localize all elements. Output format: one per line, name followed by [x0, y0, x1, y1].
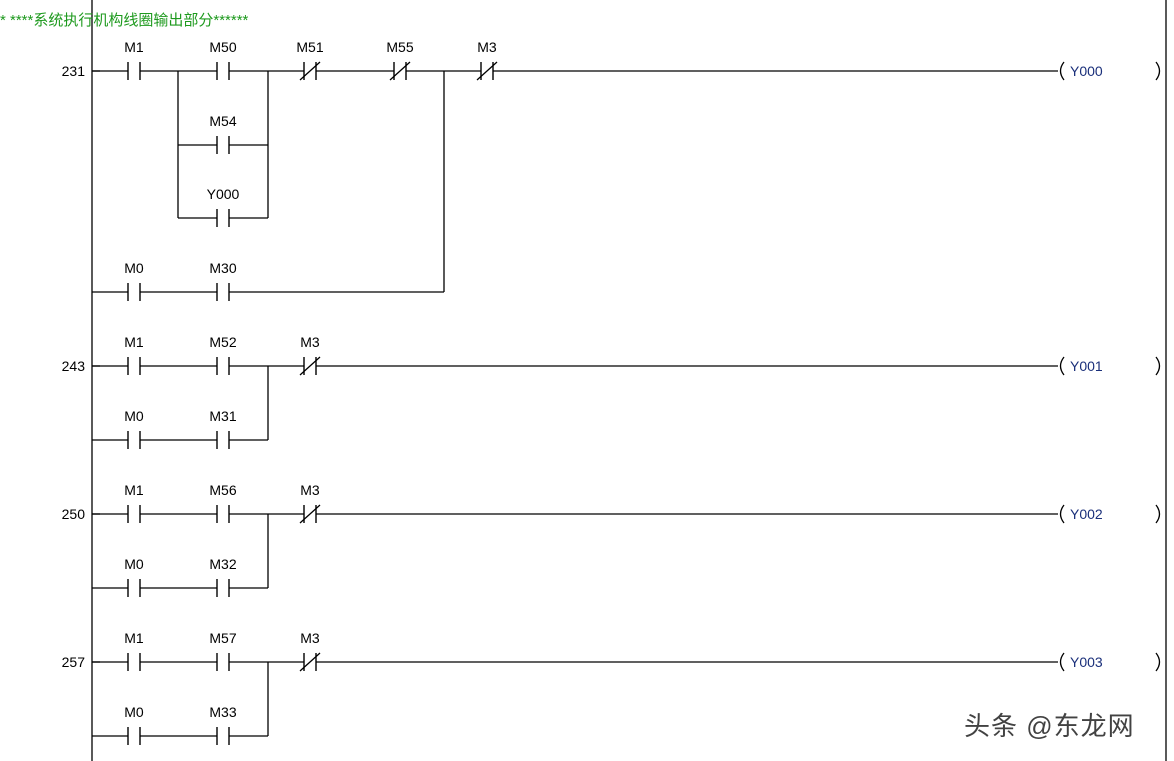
contact-label: M1	[124, 39, 144, 55]
nc-slash	[299, 61, 321, 81]
no-contact[interactable]: M56	[209, 482, 237, 523]
coil-label: Y000	[1070, 63, 1103, 79]
no-contact[interactable]: M32	[209, 556, 237, 597]
step-number: 243	[62, 358, 86, 374]
coil-left-paren	[1059, 356, 1065, 376]
contact-label: M3	[300, 630, 320, 646]
contact-label: M51	[296, 39, 323, 55]
contact-label: M0	[124, 556, 144, 572]
no-contact[interactable]: M1	[124, 482, 144, 523]
contact-label: M55	[386, 39, 413, 55]
contact-label: M52	[209, 334, 236, 350]
coil-left-paren	[1059, 61, 1065, 81]
rung-comment: * ****系统执行机构线圈输出部分******	[0, 12, 249, 29]
nc-contact[interactable]: M3	[299, 334, 321, 376]
nc-slash	[476, 61, 498, 81]
contact-label: M1	[124, 482, 144, 498]
coil-right-paren	[1155, 652, 1161, 672]
nc-contact[interactable]: M51	[296, 39, 324, 81]
contact-label: M0	[124, 704, 144, 720]
contact-label: M1	[124, 630, 144, 646]
contact-label: M3	[300, 482, 320, 498]
no-contact[interactable]: M0	[124, 408, 144, 449]
no-contact[interactable]: M1	[124, 630, 144, 671]
nc-slash	[299, 652, 321, 672]
no-contact[interactable]: Y000	[207, 186, 240, 227]
contact-label: M50	[209, 39, 236, 55]
coil-right-paren	[1155, 356, 1161, 376]
contact-label: M1	[124, 334, 144, 350]
step-number: 257	[62, 654, 86, 670]
no-contact[interactable]: M0	[124, 260, 144, 301]
nc-contact[interactable]: M3	[299, 482, 321, 524]
nc-slash	[299, 504, 321, 524]
no-contact[interactable]: M1	[124, 334, 144, 375]
coil-label: Y001	[1070, 358, 1103, 374]
no-contact[interactable]: M33	[209, 704, 237, 745]
contact-label: Y000	[207, 186, 240, 202]
no-contact[interactable]: M1	[124, 39, 144, 80]
nc-slash	[299, 356, 321, 376]
no-contact[interactable]: M0	[124, 704, 144, 745]
no-contact[interactable]: M0	[124, 556, 144, 597]
step-number: 231	[62, 63, 86, 79]
nc-contact[interactable]: M55	[386, 39, 414, 81]
contact-label: M54	[209, 113, 236, 129]
coil-left-paren	[1059, 504, 1065, 524]
no-contact[interactable]: M31	[209, 408, 237, 449]
step-number: 250	[62, 506, 86, 522]
contact-label: M0	[124, 260, 144, 276]
contact-label: M3	[300, 334, 320, 350]
no-contact[interactable]: M50	[209, 39, 237, 80]
contact-label: M0	[124, 408, 144, 424]
contact-label: M56	[209, 482, 236, 498]
no-contact[interactable]: M57	[209, 630, 237, 671]
no-contact[interactable]: M30	[209, 260, 237, 301]
nc-contact[interactable]: M3	[299, 630, 321, 672]
coil-label: Y003	[1070, 654, 1103, 670]
no-contact[interactable]: M54	[209, 113, 237, 154]
contact-label: M57	[209, 630, 236, 646]
contact-label: M3	[477, 39, 497, 55]
coil-right-paren	[1155, 504, 1161, 524]
nc-slash	[389, 61, 411, 81]
contact-label: M31	[209, 408, 236, 424]
watermark: 头条 @东龙网	[964, 711, 1135, 741]
contact-label: M30	[209, 260, 236, 276]
nc-contact[interactable]: M3	[476, 39, 498, 81]
contact-label: M33	[209, 704, 236, 720]
no-contact[interactable]: M52	[209, 334, 237, 375]
coil-left-paren	[1059, 652, 1065, 672]
coil-right-paren	[1155, 61, 1161, 81]
contact-label: M32	[209, 556, 236, 572]
coil-label: Y002	[1070, 506, 1103, 522]
